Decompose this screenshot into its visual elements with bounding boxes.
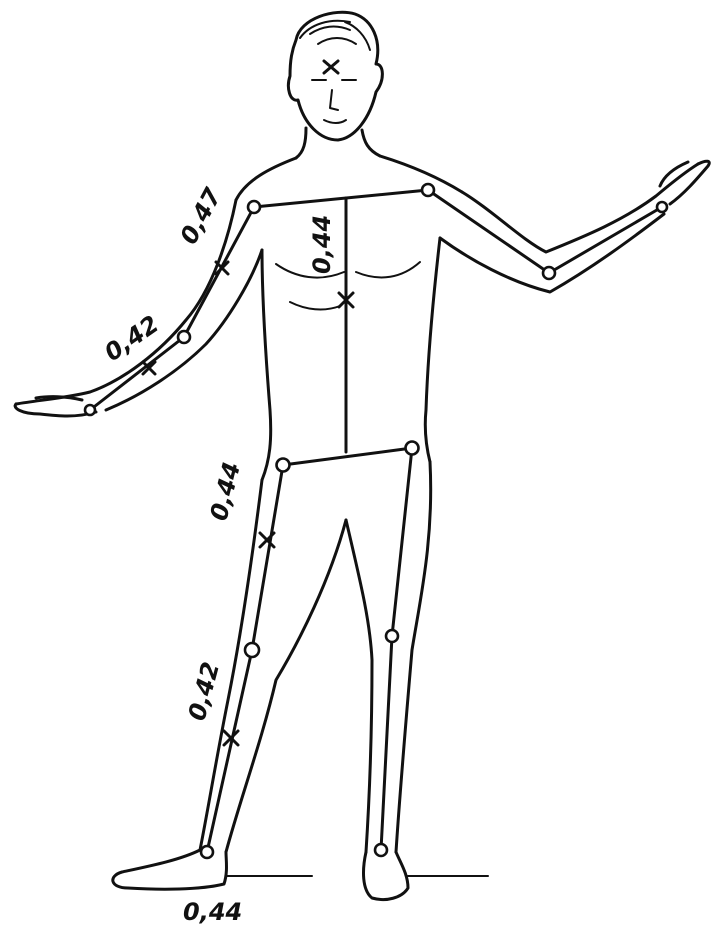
right-hand-outline <box>660 161 709 204</box>
right-foot-outline <box>364 852 408 900</box>
right-wrist-joint <box>657 202 667 212</box>
left-wrist-joint <box>85 405 95 415</box>
face-features <box>312 80 356 123</box>
foot-label: 0,44 <box>183 898 242 926</box>
right-ankle-joint <box>375 844 387 856</box>
right-thigh-segment <box>392 448 412 636</box>
left-thigh-segment <box>252 465 283 650</box>
right-shank-segment <box>381 636 392 850</box>
center-of-mass-markers <box>143 61 353 745</box>
segment-lines <box>90 190 662 852</box>
head-com-marker <box>324 61 338 73</box>
right-forearm-segment <box>549 207 662 273</box>
right-leg-outline <box>346 462 431 852</box>
right-upper-arm-segment <box>428 190 549 273</box>
left-arm-outline <box>16 200 262 410</box>
thigh-label: 0,44 <box>205 459 246 523</box>
joints <box>85 184 667 858</box>
upper-arm-label: 0,47 <box>175 183 228 249</box>
right-arm-outline <box>440 164 698 292</box>
segment-labels: 0,47 0,42 0,44 0,44 0,42 0,44 <box>99 183 336 926</box>
left-elbow-joint <box>178 331 190 343</box>
shoulder-segment <box>254 190 428 207</box>
left-ankle-joint <box>201 846 213 858</box>
right-shoulder-joint <box>422 184 434 196</box>
head-outline <box>288 12 382 140</box>
right-knee-joint <box>386 630 398 642</box>
right-elbow-joint <box>543 267 555 279</box>
right-hip-joint <box>406 442 419 455</box>
left-knee-joint <box>245 643 259 657</box>
trunk-label: 0,44 <box>308 215 336 274</box>
left-shoulder-joint <box>248 201 260 213</box>
neck-outline <box>296 128 380 158</box>
hair-strokes <box>300 21 370 50</box>
shank-label: 0,42 <box>183 659 225 723</box>
left-hip-joint <box>277 459 290 472</box>
